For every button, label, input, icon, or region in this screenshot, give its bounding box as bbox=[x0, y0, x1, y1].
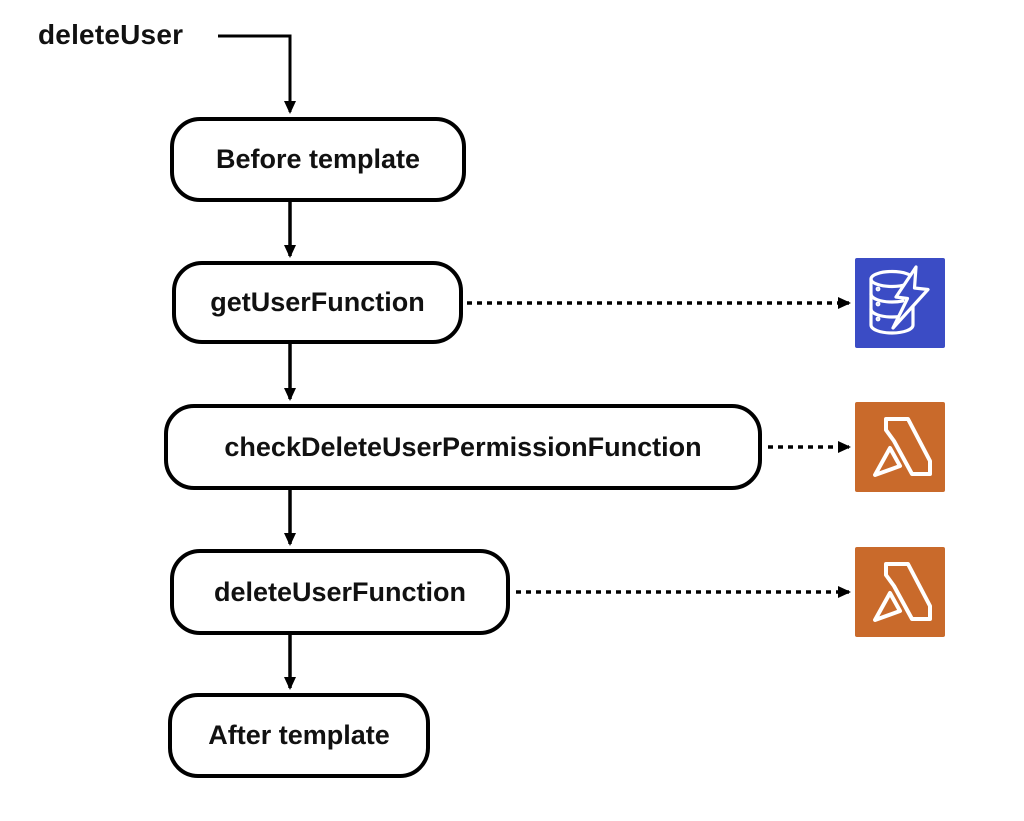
node-label: checkDeleteUserPermissionFunction bbox=[224, 431, 702, 462]
node-label: deleteUserFunction bbox=[213, 576, 467, 607]
node-label: After template bbox=[208, 720, 390, 750]
entry-label: deleteUser bbox=[38, 19, 184, 50]
lambda-icon bbox=[855, 402, 945, 492]
dynamodb-icon bbox=[855, 258, 945, 348]
flow-node-before-template: Before template bbox=[170, 117, 466, 202]
flow-node-delete-user-function: deleteUserFunction bbox=[170, 549, 510, 635]
flow-node-check-delete-user-permission-function: checkDeleteUserPermissionFunction bbox=[164, 404, 762, 490]
flow-node-get-user-function: getUserFunction bbox=[172, 261, 463, 344]
arrow-entry-to-before bbox=[218, 34, 296, 114]
node-label: getUserFunction bbox=[210, 287, 425, 317]
flow-node-after-template: After template bbox=[168, 693, 430, 778]
node-label: Before template bbox=[215, 144, 421, 174]
lambda-icon bbox=[855, 547, 945, 637]
